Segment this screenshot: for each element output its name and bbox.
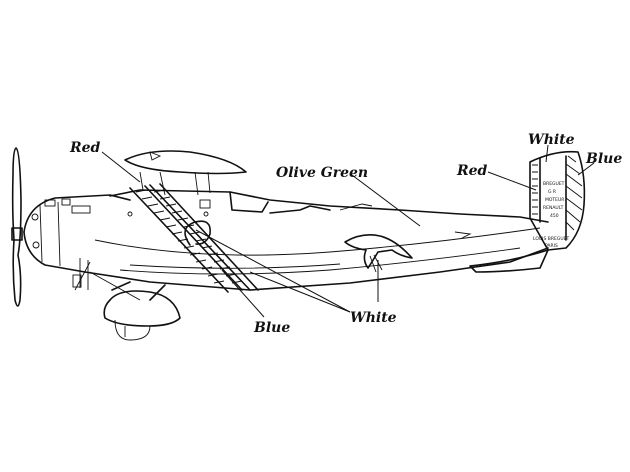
- label-olive-green: Olive Green: [276, 165, 368, 181]
- tail-fin: BREGUET G R MOTEUR RENAULT 450 LOUIS BRE…: [469, 150, 586, 273]
- label-red-wing: Red: [69, 140, 101, 156]
- tail-marking-2: G R: [548, 189, 556, 195]
- propeller: [11, 147, 23, 307]
- label-white-tail: White: [528, 132, 575, 148]
- stripe-bands: [129, 183, 259, 293]
- leader-lines: [101, 144, 595, 318]
- tail-marking-5: 450: [550, 213, 559, 219]
- landing-gear: [74, 261, 181, 341]
- tail-marking-4: RENAULT: [543, 205, 564, 211]
- upper-wing: [124, 150, 247, 196]
- tail-marking-6: LOUIS BREGUET: [533, 236, 569, 242]
- engine-nose: [23, 194, 131, 290]
- label-white-stripe: White: [350, 310, 397, 326]
- label-blue-stripe: Blue: [253, 320, 290, 336]
- tail-marking-7: PARIS: [545, 243, 558, 249]
- fuselage: [84, 189, 549, 291]
- tail-marking-3: MOTEUR: [545, 197, 564, 203]
- label-red-tail: Red: [456, 163, 488, 179]
- tail-marking-1: BREGUET: [543, 181, 565, 187]
- label-blue-tail: Blue: [585, 151, 622, 167]
